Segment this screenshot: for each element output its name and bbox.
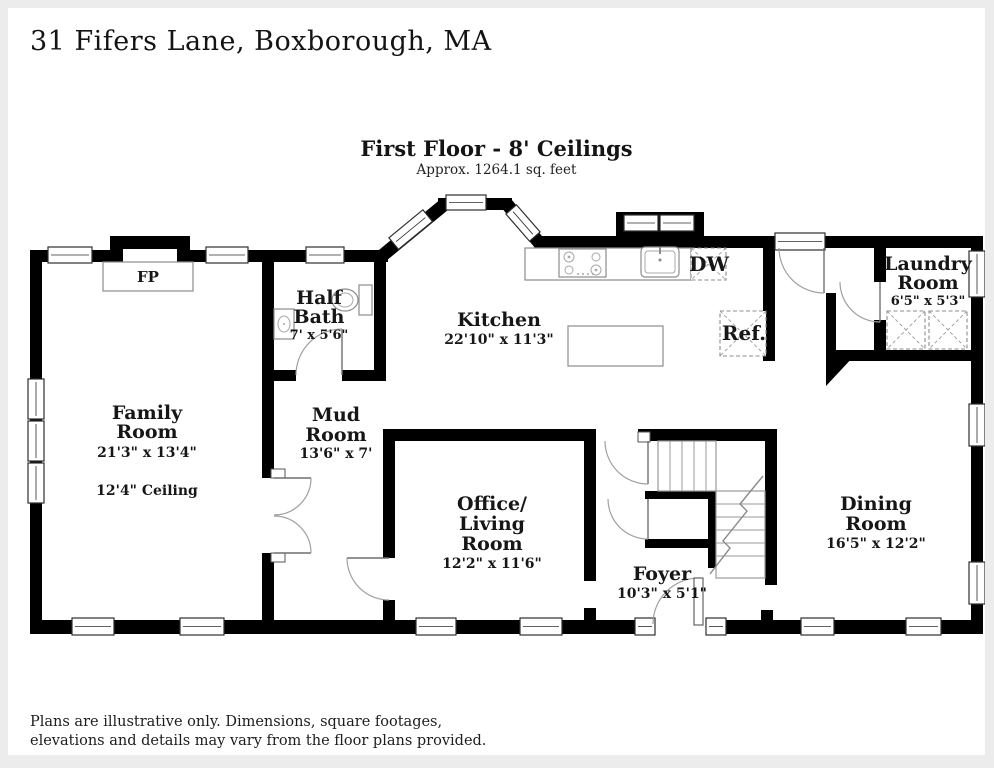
property-address: 31 Fifers Lane, Boxborough, MA (30, 26, 492, 57)
office-door (346, 557, 390, 601)
room-name: Room (897, 272, 958, 294)
fireplace-label: FP (137, 268, 159, 286)
rear-door-threshold (774, 232, 826, 251)
window (800, 617, 835, 636)
room-name: Room (116, 421, 177, 443)
washer (886, 310, 926, 350)
room-name: Room (305, 424, 366, 446)
dishwasher-label: DW (689, 252, 729, 276)
half-bath-door (295, 328, 343, 376)
refrigerator-label: Ref. (722, 321, 766, 345)
disclaimer-line-2: elevations and details may vary from the… (30, 732, 487, 749)
window (305, 246, 345, 264)
window (415, 617, 457, 636)
kitchen-sink (640, 246, 680, 278)
bay-window (388, 208, 434, 251)
window (968, 250, 985, 298)
laundry-door (839, 281, 881, 323)
room-name: Foyer (633, 563, 692, 585)
window (205, 246, 249, 264)
refrigerator: Ref. (719, 310, 767, 357)
bay-window (505, 203, 541, 243)
foyer-hall-door (604, 431, 651, 485)
office-living-room-label: Office/ Living Room 12'2" x 11'6" (442, 493, 542, 572)
room-name: Office/ (457, 493, 527, 515)
room-name: Family (112, 402, 183, 424)
window (623, 214, 659, 232)
room-dims: 7' x 5'6" (290, 328, 349, 343)
family-room-label: Family Room 21'3" x 13'4" 12'4" Ceiling (96, 402, 198, 499)
sidelight-window (705, 617, 727, 636)
floor-area-note: Approx. 1264.1 sq. feet (416, 162, 577, 178)
stairs-break-line (709, 475, 764, 575)
room-dims: 22'10" x 11'3" (444, 332, 553, 348)
disclaimer: Plans are illustrative only. Dimensions,… (30, 713, 486, 751)
disclaimer-line-1: Plans are illustrative only. Dimensions,… (30, 714, 443, 730)
room-dims: 16'5" x 12'2" (826, 536, 926, 552)
window (71, 617, 115, 636)
dining-room-label: Dining Room 16'5" x 12'2" (826, 493, 926, 552)
half-bath-label: Half Bath 7' x 5'6" (290, 287, 349, 343)
laundry-room-label: Laundry Room 6'5" x 5'3" (884, 253, 973, 309)
room-dims: 10'3" x 5'1" (617, 586, 707, 602)
toilet (331, 284, 373, 316)
window (27, 420, 45, 462)
room-name: Dining (840, 493, 912, 515)
dryer (928, 310, 968, 350)
window (27, 378, 45, 420)
sidelight-window (634, 617, 656, 636)
stairs-lower-run (715, 490, 766, 579)
window (968, 403, 985, 447)
room-name: Kitchen (457, 309, 541, 331)
room-name: Room (461, 533, 522, 555)
stove (558, 248, 607, 278)
window (47, 246, 93, 264)
window (968, 561, 985, 605)
windows (27, 194, 985, 636)
stairs-upper-run (657, 440, 717, 492)
bath-sink (273, 308, 295, 340)
staircase (657, 440, 766, 579)
dishwasher: DW (689, 247, 729, 281)
room-name: Laundry (884, 253, 973, 275)
closet-door (607, 498, 649, 540)
kitchen-label: Kitchen 22'10" x 11'3" (444, 309, 553, 348)
room-name: Bath (294, 306, 345, 328)
mud-room-label: Mud Room 13'6" x 7' (300, 404, 373, 462)
window (179, 617, 225, 636)
floor-plan-drawing: FP DW Ref. (27, 194, 985, 636)
window (905, 617, 942, 636)
room-name: Room (845, 513, 906, 535)
room-name: Mud (312, 404, 360, 426)
room-dims: 21'3" x 13'4" (97, 445, 197, 461)
room-name: Half (296, 287, 343, 309)
front-door (634, 577, 727, 636)
room-dims: 13'6" x 7' (300, 446, 373, 462)
kitchen-island (567, 325, 664, 367)
window (659, 214, 695, 232)
ceiling-note: 12'4" Ceiling (96, 483, 198, 499)
window (27, 462, 45, 504)
interior-walls (262, 248, 971, 624)
window (519, 617, 563, 636)
fireplace: FP (102, 261, 194, 292)
floor-title: First Floor - 8' Ceilings (360, 136, 633, 161)
bay-window (445, 194, 487, 211)
room-dims: 12'2" x 11'6" (442, 556, 542, 572)
foyer-label: Foyer 10'3" x 5'1" (617, 563, 707, 602)
mud-room-french-doors (270, 468, 312, 563)
rear-door (778, 247, 825, 294)
exterior-walls (30, 198, 983, 634)
angled-wall (826, 356, 854, 386)
room-dims: 6'5" x 5'3" (891, 294, 966, 309)
room-name: Living (459, 513, 525, 535)
doors (270, 247, 881, 636)
floor-plan-page: 31 Fifers Lane, Boxborough, MA First Flo… (8, 8, 985, 755)
